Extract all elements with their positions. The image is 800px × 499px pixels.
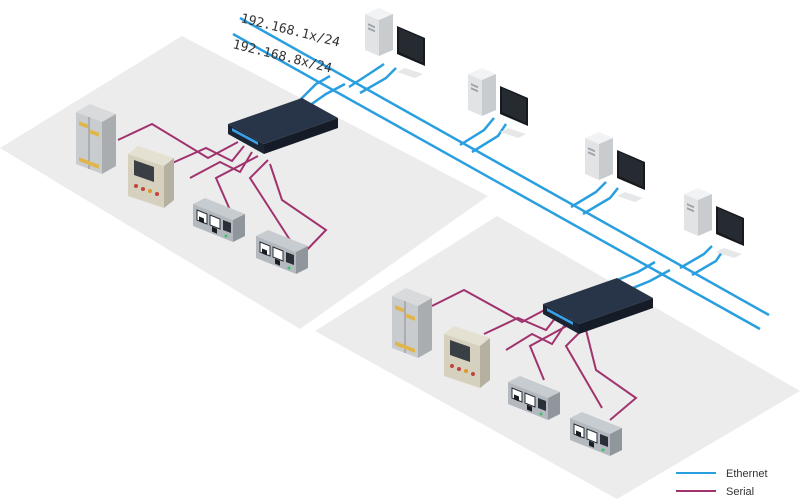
workstation-icon[interactable] [684,188,744,258]
ethernet-drop-ws-4b [691,251,724,277]
ethernet-drop-switch-1 [295,74,331,105]
ethernet-drop-ws-2b [471,123,508,154]
server-cabinet-icon [75,103,117,175]
legend-serial-label: Serial [726,486,754,498]
legend: Ethernet Serial [676,468,768,498]
serial-links-upper [117,122,328,256]
ethernet-drop-ws-3b [582,187,619,216]
ethernet-trunk-2 [232,32,761,331]
ethernet-drop-switch-2 [611,260,656,284]
ethernet-drop-ws-1b [359,67,397,95]
ethernet-drop-switch-1b [305,82,346,110]
ethernet-trunks [232,16,770,331]
ethernet-drop-ws-1 [348,62,385,89]
zone-lower [315,216,800,499]
server-cabinet-icon [391,287,433,359]
ethernet-drop-ws-4 [679,245,713,270]
zone-upper [0,36,488,329]
ethernet-drop-ws-2 [459,117,495,147]
legend-ethernet-label: Ethernet [726,468,768,480]
workstation-icon[interactable] [468,68,528,138]
ethernet-drop-ws-3 [570,181,607,209]
serial-links-lower [431,288,638,421]
ethernet-trunk-1 [239,16,770,317]
ethernet-drop-switch-2b [627,268,671,292]
